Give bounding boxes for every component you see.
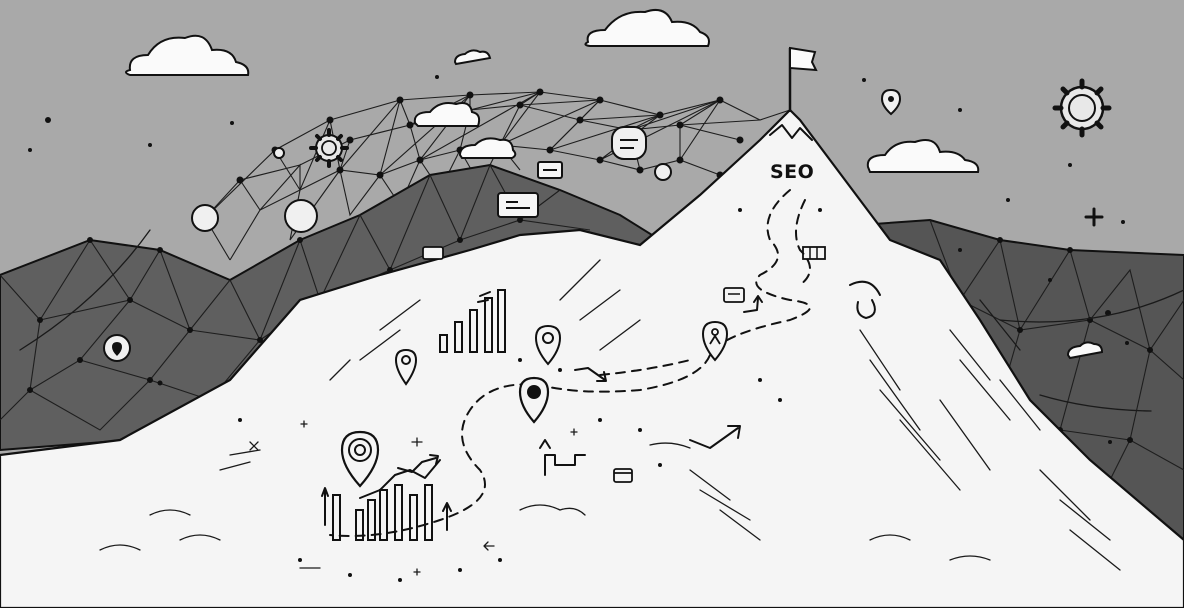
- bar-chart-icon: [802, 246, 826, 260]
- winding-trail: [329, 189, 811, 537]
- cloud-icon: [458, 137, 517, 159]
- chat-bubble-icon: [611, 126, 647, 160]
- sparkle-icon: [249, 420, 578, 576]
- cloud-icon: [584, 9, 710, 47]
- mountain-contours: [99, 259, 1121, 571]
- location-pin-icon: [394, 348, 418, 386]
- cloud-icon: [866, 139, 980, 173]
- window-icon: [613, 468, 633, 483]
- document-icon: [723, 287, 745, 303]
- summit-cap: [769, 124, 813, 141]
- network-hub-node-icon: [191, 204, 219, 232]
- network-link: [999, 289, 1184, 323]
- scattered-dots: [28, 75, 1129, 582]
- plus-icon: [1084, 207, 1104, 227]
- network-hub-node-icon: [284, 199, 318, 233]
- trend-arrow-icon: [743, 295, 763, 313]
- cloud-icon: [413, 102, 481, 127]
- target-pin-icon: [340, 430, 380, 488]
- bar-chart-icon: [539, 439, 586, 476]
- location-pin-icon: [880, 88, 902, 116]
- network-node-icon: [273, 147, 285, 159]
- far-ridge-right-mesh: [929, 219, 1184, 501]
- location-pin-icon: [103, 334, 131, 362]
- document-icon: [422, 246, 444, 260]
- cloud-icon: [125, 34, 250, 76]
- location-pin-icon: [534, 324, 562, 366]
- main-mountain: [0, 108, 1184, 608]
- location-pin-icon: [518, 376, 550, 424]
- refresh-icon: [849, 280, 881, 319]
- gear-icon: [309, 128, 349, 168]
- trend-arrow-icon: [574, 367, 607, 382]
- document-icon: [497, 192, 539, 218]
- location-pin-icon: [701, 320, 729, 362]
- network-node-icon: [654, 163, 672, 181]
- bar-chart-icon: [321, 459, 452, 541]
- cloud-icon: [453, 49, 492, 66]
- document-icon: [537, 161, 563, 179]
- summit-flag-icon: [788, 46, 818, 110]
- peak-label: SEO: [770, 161, 814, 183]
- cloud-icon: [1066, 341, 1104, 360]
- trend-arrow-icon: [397, 454, 439, 473]
- gear-icon: [1052, 78, 1112, 138]
- bar-chart-icon: [439, 289, 506, 353]
- network-link: [1039, 394, 1152, 412]
- trend-arrow-icon: [689, 425, 741, 449]
